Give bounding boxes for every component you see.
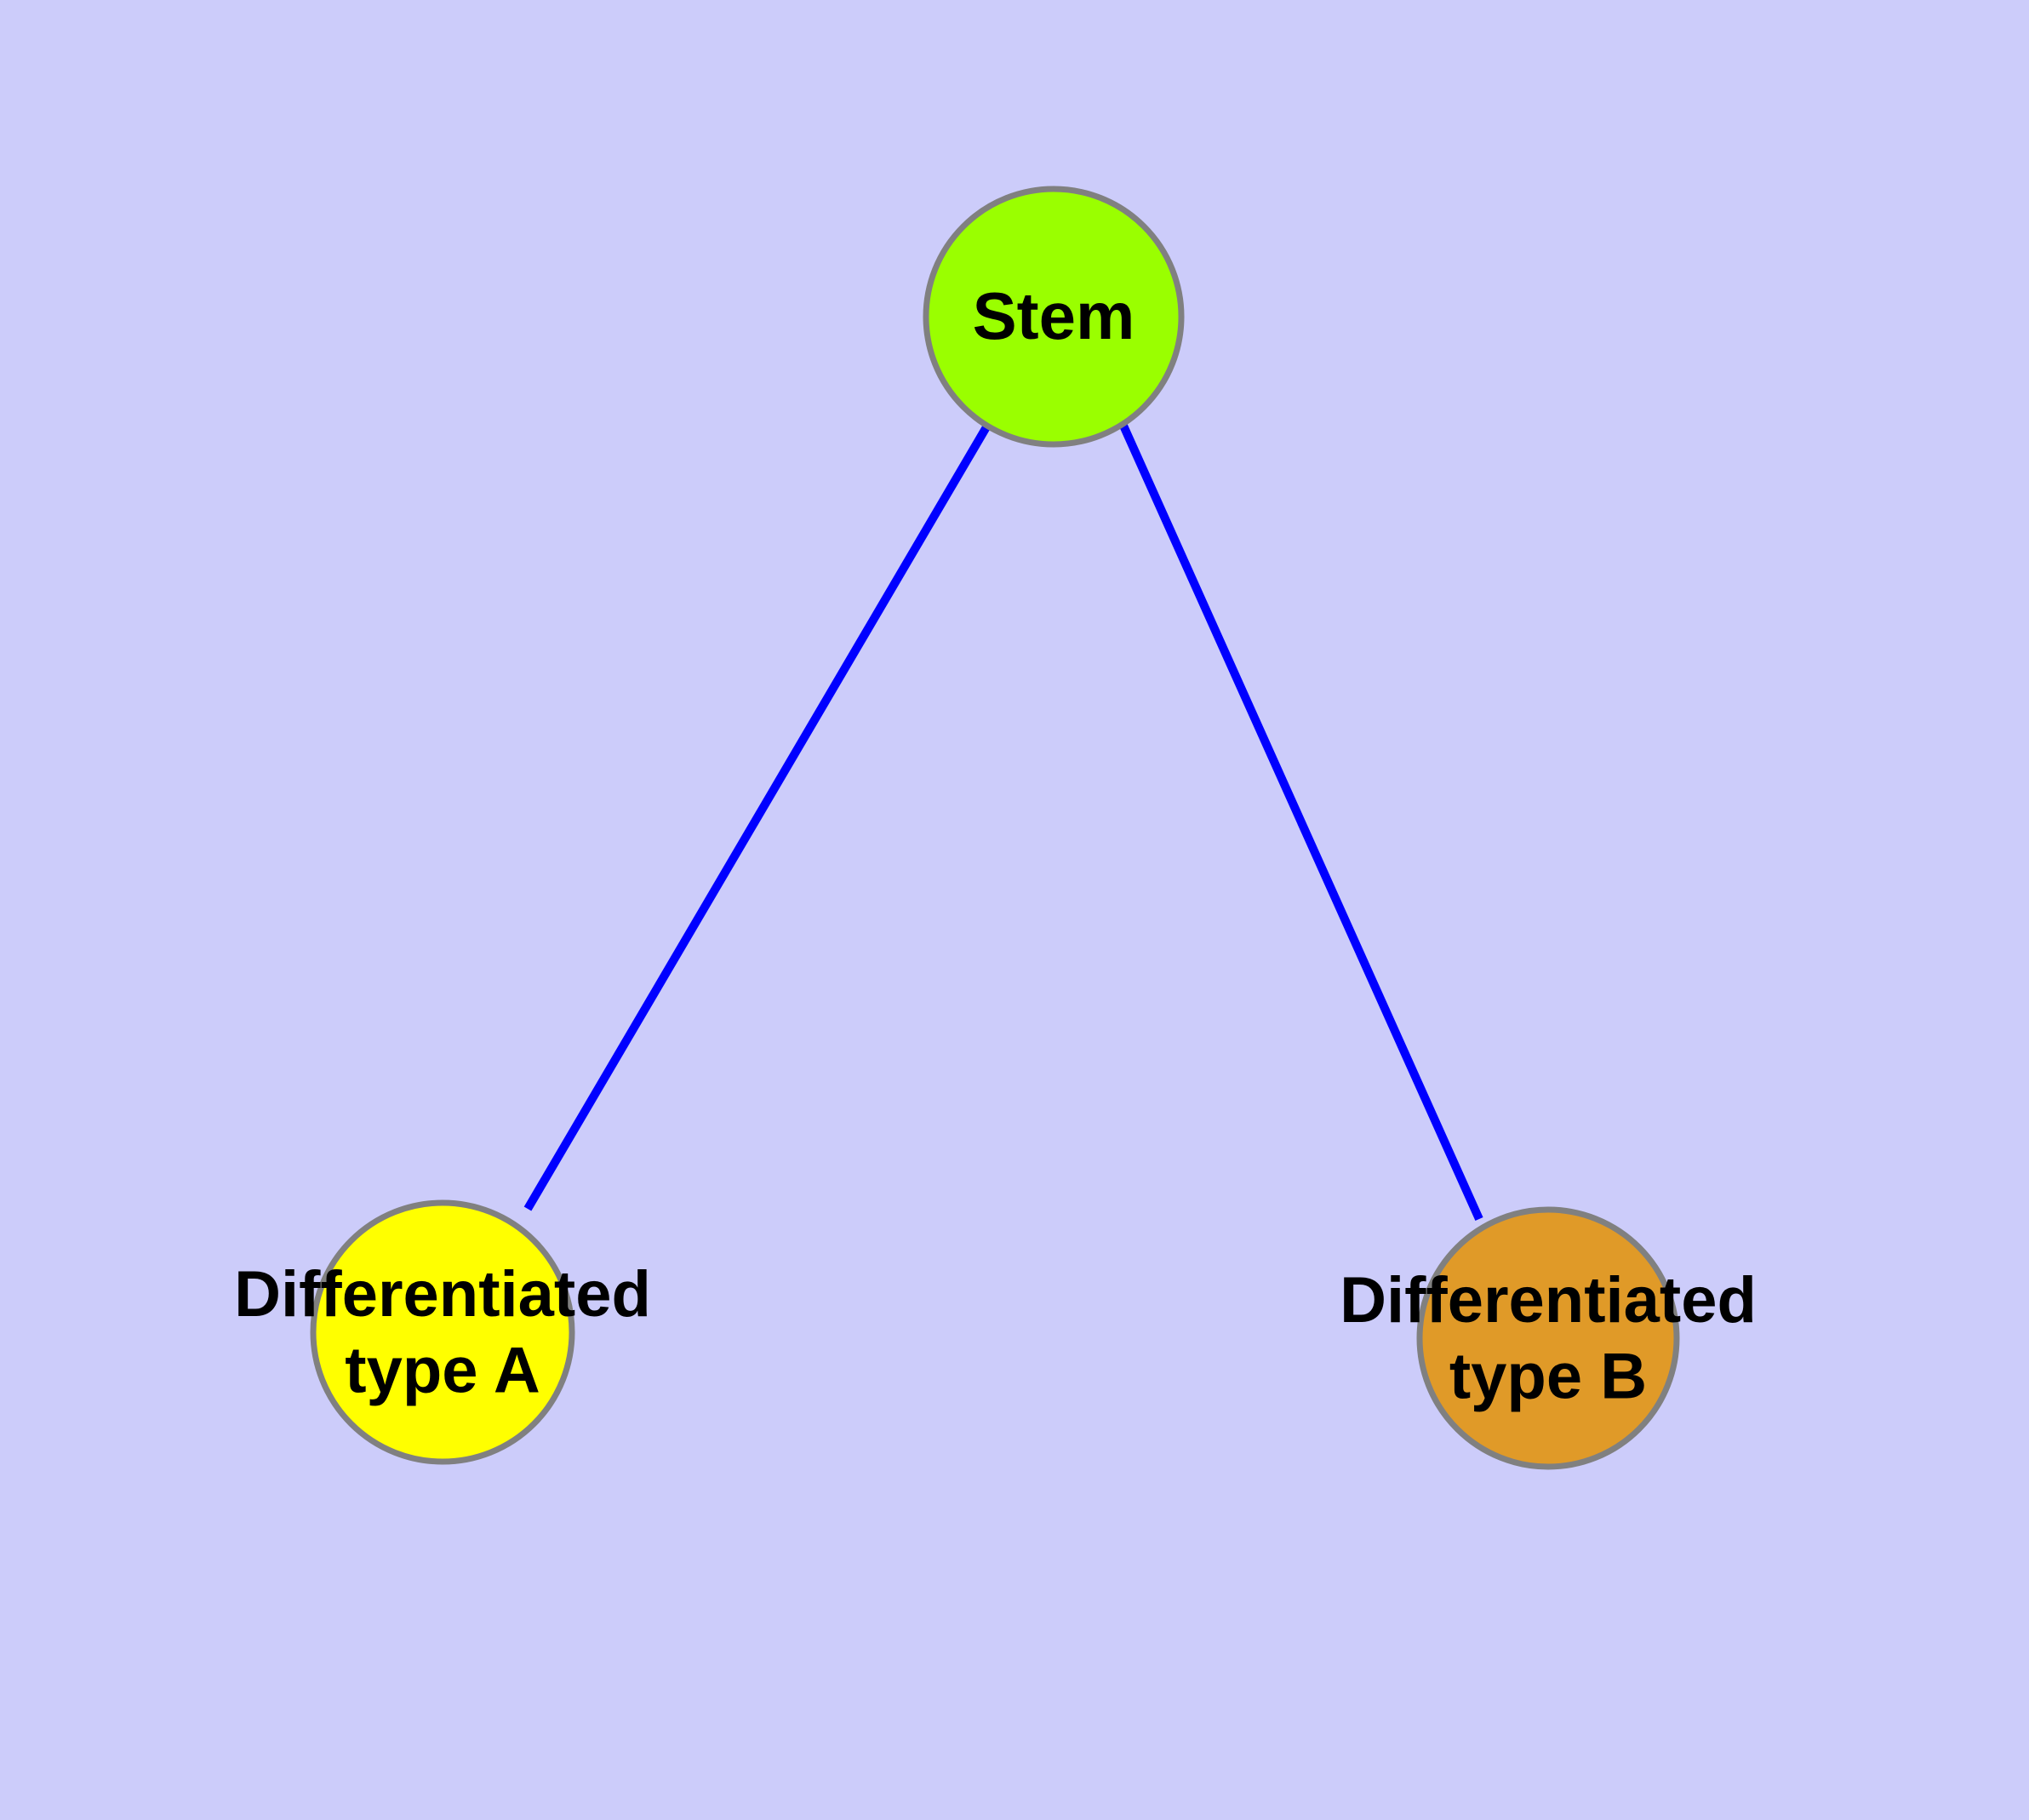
node-label-line: Differentiated (234, 1258, 651, 1331)
edge-stem-diff_a[interactable] (523, 423, 992, 1211)
node-circle-diff_a[interactable] (310, 1199, 575, 1465)
node-label-line: Stem (973, 278, 1135, 353)
node-label-stem: Stem (973, 278, 1135, 353)
node-circle-stem[interactable] (923, 186, 1185, 448)
node-label-line: type A (345, 1335, 540, 1407)
node-stem[interactable]: Stem (923, 186, 1185, 448)
node-label-line: Differentiated (1340, 1264, 1757, 1336)
node-circle-diff_b[interactable] (1416, 1206, 1680, 1470)
node-label-line: type B (1449, 1341, 1647, 1413)
edge-stem-diff_b[interactable] (1119, 423, 1483, 1222)
edges-group (523, 423, 1483, 1222)
